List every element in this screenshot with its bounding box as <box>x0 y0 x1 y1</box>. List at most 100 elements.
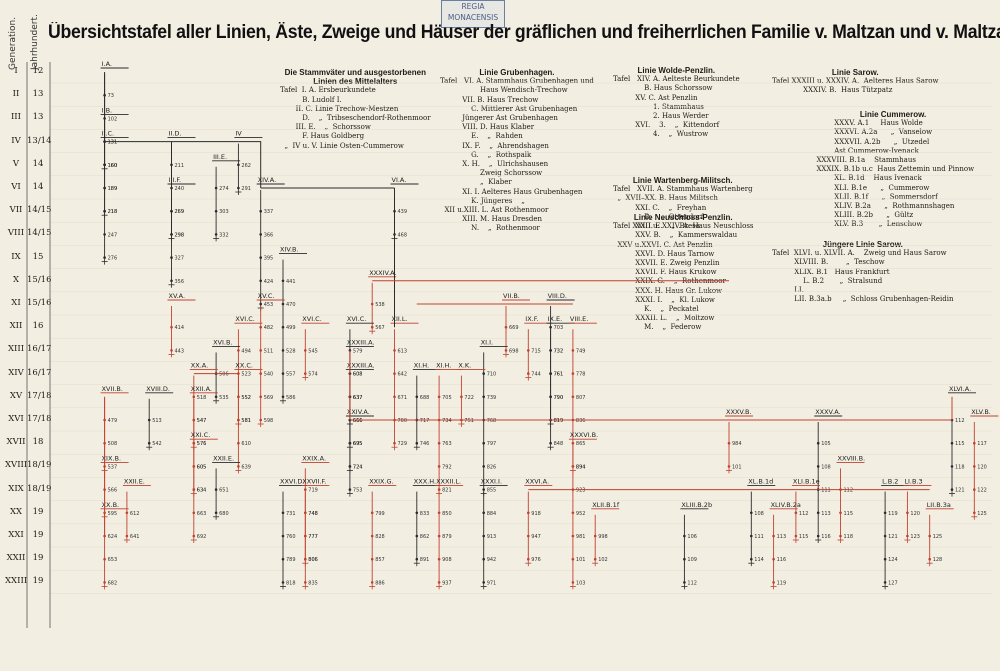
century-label: 15 <box>32 251 44 262</box>
person-node <box>415 557 419 561</box>
person-number: 923 <box>576 488 586 494</box>
person-node <box>571 511 575 515</box>
person-node <box>281 372 285 375</box>
person-number: 124 <box>888 557 898 563</box>
century-label: 14 <box>32 182 44 192</box>
century-label: 13/14 <box>27 135 52 146</box>
person-number: 717 <box>420 418 430 424</box>
person-node <box>883 581 887 584</box>
person-node <box>281 325 285 329</box>
person-node <box>950 441 954 445</box>
generation-label: XV <box>9 390 23 401</box>
person-node <box>571 349 575 352</box>
person-number: 715 <box>531 348 541 354</box>
branch-label: XXXII.L. <box>436 478 461 486</box>
person-node <box>370 534 374 538</box>
branch-label: III.E. <box>213 153 227 161</box>
person-number: 118 <box>955 464 965 470</box>
person-number: 552 <box>241 395 251 401</box>
person-node <box>527 557 530 561</box>
person-number: 865 <box>576 441 586 447</box>
person-node <box>571 372 575 375</box>
person-node <box>393 395 396 399</box>
person-number: 734 <box>442 418 452 424</box>
person-number: 886 <box>375 580 385 586</box>
person-node <box>192 441 196 445</box>
person-node <box>973 511 976 515</box>
person-number: 778 <box>576 372 586 378</box>
person-number: 835 <box>308 580 318 586</box>
person-node <box>527 349 530 352</box>
branch-label: XI.I. <box>481 338 493 346</box>
person-node <box>593 557 597 561</box>
legend-block: Jüngere Linie Sarow.Tafel XLVI. u. XLVII… <box>772 240 954 304</box>
legend-text: XXXV. A.1 Haus Wolde XXXVI. A.2a „ Vanse… <box>816 119 975 229</box>
person-node <box>571 581 575 584</box>
person-number: 115 <box>844 511 854 517</box>
person-number: 818 <box>286 580 296 586</box>
person-node <box>214 233 218 236</box>
person-number: 366 <box>264 232 274 238</box>
person-node <box>370 302 374 306</box>
person-node <box>549 441 552 445</box>
person-number: 790 <box>554 395 564 401</box>
person-node <box>549 349 552 352</box>
person-number: 637 <box>353 395 363 401</box>
person-number: 112 <box>687 580 697 586</box>
person-number: 574 <box>308 372 318 378</box>
legend-heading: Jüngere Linie Sarow. <box>822 240 903 249</box>
generation-label: XIII <box>7 344 25 355</box>
branch-label: XXXVI.B. <box>570 431 598 439</box>
generation-label: VIII <box>7 228 25 239</box>
person-node <box>214 209 218 213</box>
person-number: 581 <box>241 418 251 424</box>
branch-label: XXXIII.A. <box>347 362 375 370</box>
person-node <box>259 325 263 329</box>
person-number: 821 <box>442 488 452 494</box>
person-number: 103 <box>576 580 586 586</box>
branch-label: XIV.A. <box>258 176 276 184</box>
person-number: 610 <box>241 441 251 447</box>
person-node <box>103 233 106 236</box>
person-node <box>237 465 240 468</box>
person-node <box>370 511 374 515</box>
person-node <box>750 511 753 515</box>
person-node <box>103 256 106 259</box>
person-node <box>772 534 775 538</box>
branch-label: XXVII.F. <box>302 478 326 486</box>
person-number: 797 <box>487 441 497 447</box>
person-number: 356 <box>175 279 185 285</box>
person-node <box>794 534 798 538</box>
person-number: 744 <box>531 372 541 378</box>
century-label: 17/18 <box>27 414 52 424</box>
person-number: 240 <box>175 186 185 192</box>
branch-label: XXIX.A. <box>302 454 326 462</box>
person-number: 806 <box>308 557 318 563</box>
legend-text: Tafel VI. A. Stammhaus Grubenhagen und H… <box>440 77 594 233</box>
legend-block: Die Stammväter und ausgestorbenen Linien… <box>280 68 431 151</box>
person-number: 833 <box>420 511 430 517</box>
person-node <box>482 441 486 445</box>
person-number: 819 <box>554 418 564 424</box>
person-node <box>460 395 463 399</box>
trunk-line <box>238 141 262 188</box>
person-node <box>482 581 486 584</box>
person-node <box>304 349 307 352</box>
person-number: 710 <box>487 372 497 378</box>
person-number: 862 <box>420 534 430 540</box>
person-number: 732 <box>554 348 564 354</box>
person-number: 291 <box>241 186 251 192</box>
person-number: 274 <box>219 186 229 192</box>
person-node <box>571 395 575 399</box>
person-node <box>348 488 352 491</box>
person-number: 913 <box>487 534 497 540</box>
person-node <box>281 302 285 306</box>
person-number: 688 <box>420 395 430 401</box>
branch-label: XLI.B.1e <box>793 478 820 486</box>
person-node <box>237 349 240 352</box>
branch-label: XXXIV.A. <box>369 269 396 277</box>
person-number: 613 <box>398 348 408 354</box>
person-number: 651 <box>219 488 229 494</box>
branch-label: LII.B.3a <box>927 501 951 509</box>
